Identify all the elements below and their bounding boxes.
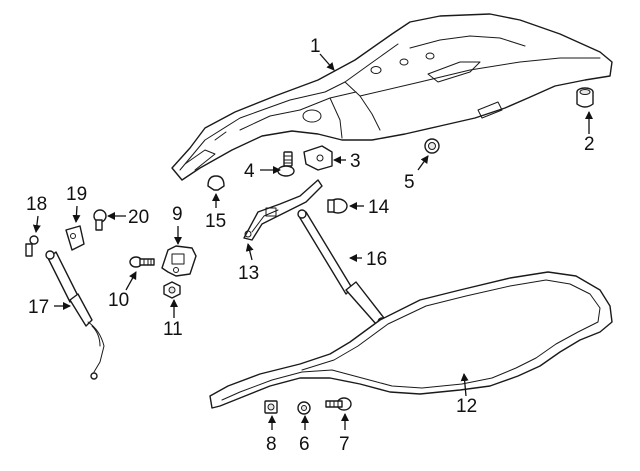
power-strut bbox=[45, 250, 105, 380]
plug bbox=[424, 138, 440, 154]
callout-18: 18 bbox=[26, 194, 47, 215]
latch-bracket bbox=[161, 245, 197, 277]
nut bbox=[163, 281, 181, 299]
callout-16: 16 bbox=[366, 249, 387, 270]
callout-20: 20 bbox=[128, 207, 149, 228]
hinge-clip bbox=[303, 145, 333, 171]
callout-13: 13 bbox=[238, 263, 259, 284]
callout-12: 12 bbox=[456, 396, 477, 417]
screw bbox=[129, 256, 155, 268]
ball-stud bbox=[25, 235, 39, 257]
hinge bbox=[243, 179, 323, 241]
leader-lines bbox=[32, 53, 593, 430]
callout-8: 8 bbox=[266, 434, 277, 455]
trunk-lid bbox=[171, 13, 613, 181]
callout-9: 9 bbox=[172, 204, 183, 225]
weatherstrip bbox=[209, 271, 613, 409]
callout-10: 10 bbox=[108, 290, 129, 311]
bracket bbox=[65, 225, 85, 251]
nut bbox=[264, 400, 278, 414]
callout-17: 17 bbox=[28, 297, 49, 318]
bolt bbox=[93, 209, 107, 231]
callout-2: 2 bbox=[584, 134, 595, 155]
callout-7: 7 bbox=[339, 434, 350, 455]
hinge-bolt bbox=[277, 151, 295, 177]
callout-1: 1 bbox=[310, 36, 321, 57]
callout-3: 3 bbox=[350, 151, 361, 172]
callout-5: 5 bbox=[404, 172, 415, 193]
callout-19: 19 bbox=[66, 184, 87, 205]
callout-4: 4 bbox=[244, 161, 255, 182]
clip bbox=[207, 175, 225, 191]
bump-stop bbox=[576, 87, 594, 108]
callout-14: 14 bbox=[368, 197, 390, 218]
callout-6: 6 bbox=[299, 434, 310, 455]
callout-15: 15 bbox=[205, 211, 226, 232]
callouts: 1 2 3 4 5 6 7 8 9 10 11 12 13 14 15 16 1… bbox=[26, 36, 595, 455]
callout-11: 11 bbox=[163, 319, 183, 340]
washer bbox=[297, 401, 311, 415]
bolt bbox=[325, 397, 352, 411]
stop bbox=[327, 198, 348, 214]
